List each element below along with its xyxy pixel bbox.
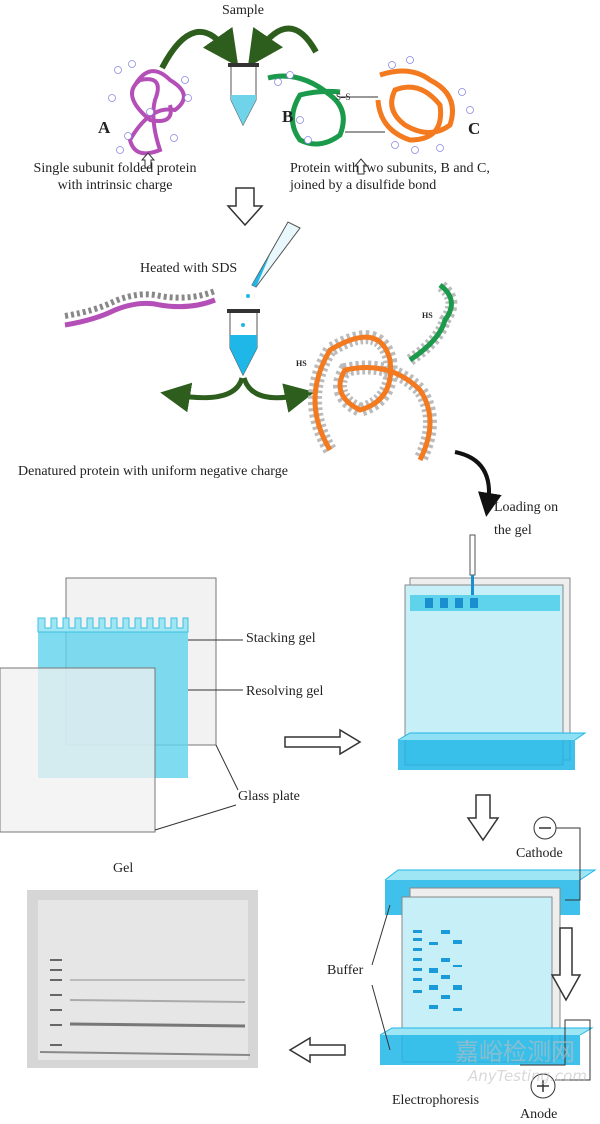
watermark-cn: 嘉峪检测网 (455, 1038, 575, 1066)
hs-label: HS (296, 359, 307, 368)
two-subunit-caption: Protein with two subunits, B and C, join… (290, 160, 490, 194)
up-arrow-icons (140, 152, 369, 175)
caption-line: the gel (494, 523, 532, 538)
charge-symbols-bc (274, 56, 474, 154)
denatured-protein-a (64, 288, 217, 328)
watermark-en: AnyTesting.com (468, 1067, 587, 1085)
caption-line: Single subunit folded protein (33, 161, 197, 176)
gel-label: Gel (113, 861, 134, 876)
down-arrow-icon (226, 187, 264, 227)
caption-line: Protein with two subunits, B and C, (290, 161, 490, 176)
sample-label: Sample (222, 3, 264, 18)
buffer-label: Buffer (327, 963, 364, 978)
denatured-protein-bc (308, 280, 458, 464)
electrophoresis-label: Electrophoresis (392, 1093, 480, 1108)
gel-cassette-exploded (0, 577, 243, 833)
gel-photo (27, 890, 258, 1068)
glass-plate-label: Glass plate (238, 789, 300, 804)
protein-c-folded (375, 68, 455, 143)
resolving-gel-label: Resolving gel (246, 684, 324, 699)
sample-tube-icon (228, 63, 259, 127)
caption-line: joined by a disulfide bond (290, 178, 437, 193)
disulfide-label: S–S (336, 92, 351, 102)
protein-a-folded (127, 69, 186, 156)
anode-label: Anode (520, 1107, 558, 1122)
caption-line: with intrinsic charge (57, 178, 173, 193)
pipette-icon (246, 221, 301, 298)
protein-b-folded (267, 73, 346, 147)
hs-label: HS (422, 311, 433, 320)
sample-arrows (159, 25, 319, 70)
gel-loading-apparatus (397, 534, 587, 770)
protein-b-label: B (282, 107, 294, 126)
left-arrow-icon (288, 1036, 346, 1064)
charge-symbols-a (108, 60, 192, 154)
split-arrows (160, 377, 315, 413)
cathode-label: Cathode (516, 846, 563, 861)
down-arrow-icon-2 (466, 794, 500, 842)
sds-tube-icon (227, 309, 260, 377)
denatured-label: Denatured protein with uniform negative … (18, 464, 288, 479)
disulfide-bonds (340, 96, 385, 133)
single-subunit-caption: Single subunit folded protein with intri… (20, 160, 210, 194)
right-arrow-icon (284, 728, 362, 756)
loading-label: Loading on the gel (494, 496, 558, 542)
protein-a-label: A (98, 118, 111, 137)
heated-label: Heated with SDS (140, 261, 238, 276)
loading-arrow (454, 450, 502, 517)
caption-line: Loading on (494, 500, 559, 515)
protein-c-label: C (468, 119, 481, 138)
electrophoresis-apparatus (371, 816, 597, 1099)
stacking-gel-label: Stacking gel (246, 631, 316, 646)
